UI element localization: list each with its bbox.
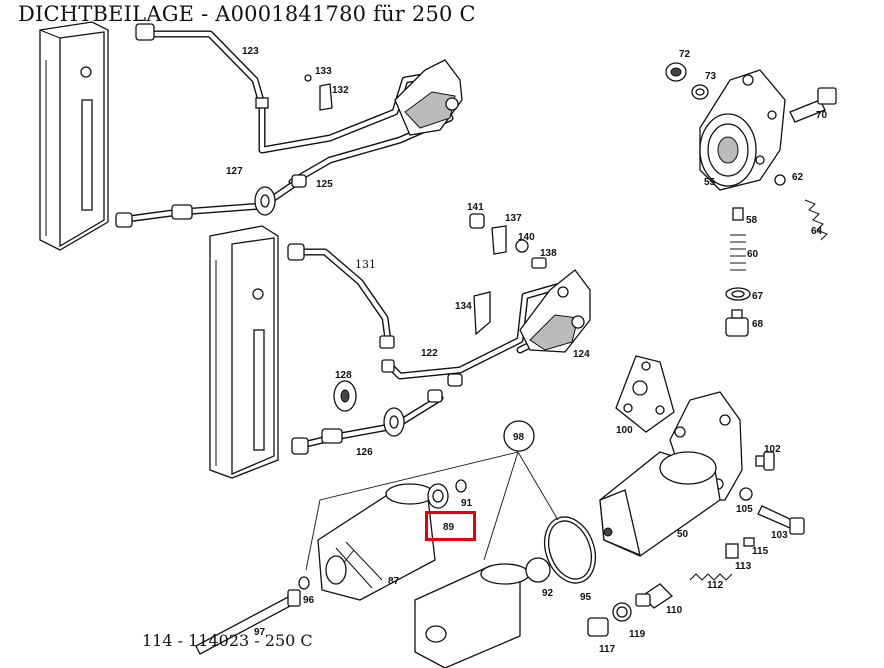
label-55: 55: [704, 177, 716, 188]
lower-hose-126: [291, 373, 463, 455]
lower-pipe-131: [287, 243, 395, 349]
valve-58-60-67-68: [725, 207, 751, 337]
kit-98-leaders: [305, 420, 559, 571]
label-50: 50: [677, 529, 689, 540]
label-117: 117: [599, 644, 616, 655]
label-87: 87: [388, 576, 400, 587]
label-100: 100: [616, 425, 633, 436]
bolt-102: [755, 451, 775, 471]
label-123: 123: [242, 46, 259, 57]
upper-pipe-123: [135, 23, 447, 154]
clip-132: [304, 74, 333, 111]
label-98: 98: [513, 432, 525, 443]
label-126: 126: [356, 447, 373, 458]
lower-filter-housing: [519, 269, 591, 353]
label-105: 105: [736, 504, 753, 515]
label-134: 134: [455, 301, 472, 312]
upper-filter-housing: [394, 59, 463, 136]
label-96: 96: [303, 595, 315, 606]
bracket-134: [473, 291, 491, 336]
label-124: 124: [573, 349, 590, 360]
label-140: 140: [518, 232, 535, 243]
filter-element-92: [414, 563, 530, 668]
seal-89-91: [427, 479, 467, 509]
label-137: 137: [505, 213, 522, 224]
filter-element-87: [317, 483, 436, 601]
label-70: 70: [816, 110, 828, 121]
page-title: DICHTBEILAGE - A0001841780 für 250 C: [18, 2, 476, 26]
label-95: 95: [580, 592, 592, 603]
label-133: 133: [315, 66, 332, 77]
upper-oil-cooler: [39, 21, 109, 251]
ring-96: [298, 576, 310, 590]
label-64: 64: [811, 226, 823, 237]
label-67: 67: [752, 291, 764, 302]
label-127: 127: [226, 166, 243, 177]
highlight-box-part-89: [425, 511, 476, 541]
label-110: 110: [666, 605, 683, 616]
valve-parts-112-119: [587, 537, 755, 637]
label-113: 113: [735, 561, 752, 572]
lower-oil-cooler: [209, 225, 279, 479]
label-62: 62: [792, 172, 804, 183]
filter-bowl-50: [599, 451, 721, 557]
spring-64: [804, 199, 828, 241]
grommet-128: [333, 380, 357, 412]
label-141: 141: [467, 202, 484, 213]
callout-labels: 123 133 132 127 125 72 73 70 55 62 64 58…: [226, 46, 828, 655]
label-89: 89: [443, 522, 455, 533]
label-138: 138: [540, 248, 557, 259]
label-58: 58: [746, 215, 758, 226]
long-bolt-97: [195, 589, 301, 655]
ring-92: [525, 557, 551, 583]
label-119: 119: [629, 629, 646, 640]
label-72: 72: [679, 49, 691, 60]
ring-73: [691, 84, 709, 100]
label-60: 60: [747, 249, 759, 260]
o-ring-95: [543, 516, 597, 584]
plug-72: [665, 62, 687, 82]
label-91: 91: [461, 498, 473, 509]
diagram-caption: 114 - 114023 - 250 C: [142, 631, 313, 650]
small-parts-137-141: [469, 213, 547, 269]
label-132: 132: [332, 85, 349, 96]
label-112: 112: [707, 580, 724, 591]
label-68: 68: [752, 319, 764, 330]
label-97: 97: [254, 627, 266, 638]
pump-assembly-55: [699, 69, 786, 191]
bolt-103: [757, 505, 805, 535]
label-92: 92: [542, 588, 554, 599]
label-125: 125: [316, 179, 333, 190]
bolt-70: [789, 87, 837, 123]
label-122: 122: [421, 348, 438, 359]
label-73: 73: [705, 71, 717, 82]
ring-62: [774, 174, 786, 186]
label-102: 102: [764, 444, 781, 455]
label-103: 103: [771, 530, 788, 541]
ring-105: [739, 487, 753, 501]
upper-hose-127: [115, 174, 307, 228]
label-115: 115: [752, 546, 769, 557]
label-131: 131: [355, 258, 376, 271]
label-128: 128: [335, 370, 352, 381]
gasket-100: [615, 355, 675, 433]
